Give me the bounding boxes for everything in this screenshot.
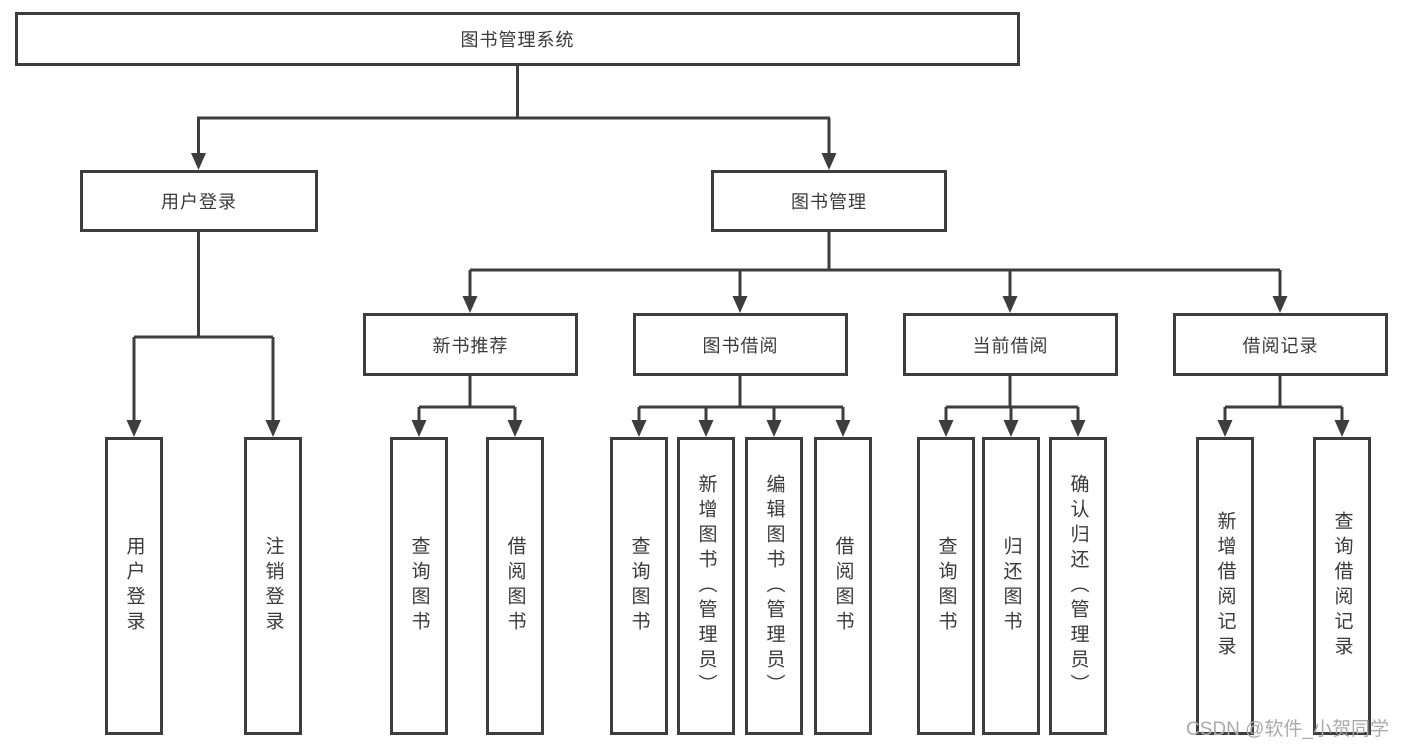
leaf-add-borrow-record: 新增借阅记录 [1196,437,1254,735]
arrowhead-down-icon [1070,420,1086,437]
leaf-add-books-admin: 新增图书（管理员） [677,437,735,735]
leaf-user-login: 用户登录 [105,437,163,735]
leaf-borrow-books-2: 借阅图书 [814,437,872,735]
arrowhead-down-icon [698,420,714,437]
arrowhead-down-icon [1003,420,1019,437]
leaf-return-books: 归还图书 [982,437,1040,735]
arrowhead-down-icon [1272,296,1288,313]
arrowhead-down-icon [191,153,206,170]
node-new-book-recommendation: 新书推荐 [363,313,578,376]
arrowhead-down-icon [732,296,748,313]
node-label: 新书推荐 [432,335,509,356]
arrowhead-down-icon [126,420,142,437]
arrowhead-down-icon [1002,296,1018,313]
leaf-query-books-2: 查询图书 [610,437,668,735]
arrowhead-down-icon [821,153,837,170]
leaf-query-books-1: 查询图书 [390,437,448,735]
node-label: 图书借阅 [702,335,779,356]
arrowhead-down-icon [766,420,782,437]
arrowhead-down-icon [1334,420,1350,437]
arrowhead-down-icon [507,420,523,437]
leaf-label: 查询图书 [408,536,430,636]
csdn-watermark: CSDN @软件_小贺同学 [1186,719,1389,740]
arrowhead-down-icon [835,420,851,437]
leaf-borrow-books-1: 借阅图书 [486,437,544,735]
arrowhead-down-icon [265,420,281,437]
arrowhead-down-icon [1217,420,1233,437]
leaf-edit-books-admin: 编辑图书（管理员） [745,437,803,735]
node-label: 图书管理 [791,192,867,212]
leaf-label: 编辑图书（管理员） [763,473,785,699]
leaf-label: 确认归还（管理员） [1067,473,1089,699]
node-book-borrowing: 图书借阅 [633,313,848,376]
node-label: 当前借阅 [972,335,1049,356]
arrowhead-down-icon [631,420,647,437]
node-current-borrowing: 当前借阅 [903,313,1118,376]
arrowhead-down-icon [411,420,427,437]
leaf-label: 查询图书 [628,536,650,636]
leaf-label: 用户登录 [123,536,145,636]
leaf-label: 借阅图书 [504,536,526,636]
leaf-query-books-3: 查询图书 [917,437,975,735]
arrowhead-down-icon [938,420,954,437]
leaf-query-borrow-record: 查询借阅记录 [1313,437,1371,735]
leaf-confirm-return-admin: 确认归还（管理员） [1049,437,1107,735]
node-user-login-branch: 用户登录 [80,170,318,232]
arrowhead-down-icon [462,296,478,313]
leaf-label: 查询图书 [935,536,957,636]
leaf-label: 注销登录 [262,536,284,636]
node-root-book-management-system: 图书管理系统 [15,12,1020,66]
node-label: 用户登录 [161,192,237,212]
leaf-label: 借阅图书 [832,536,854,636]
leaf-label: 新增借阅记录 [1214,511,1236,661]
node-label: 图书管理系统 [460,30,575,50]
node-book-management-branch: 图书管理 [711,170,947,232]
leaf-logout: 注销登录 [244,437,302,735]
leaf-label: 归还图书 [1000,536,1022,636]
node-label: 借阅记录 [1242,335,1319,356]
node-borrowing-records: 借阅记录 [1173,313,1388,376]
leaf-label: 查询借阅记录 [1331,511,1353,661]
leaf-label: 新增图书（管理员） [695,473,717,699]
